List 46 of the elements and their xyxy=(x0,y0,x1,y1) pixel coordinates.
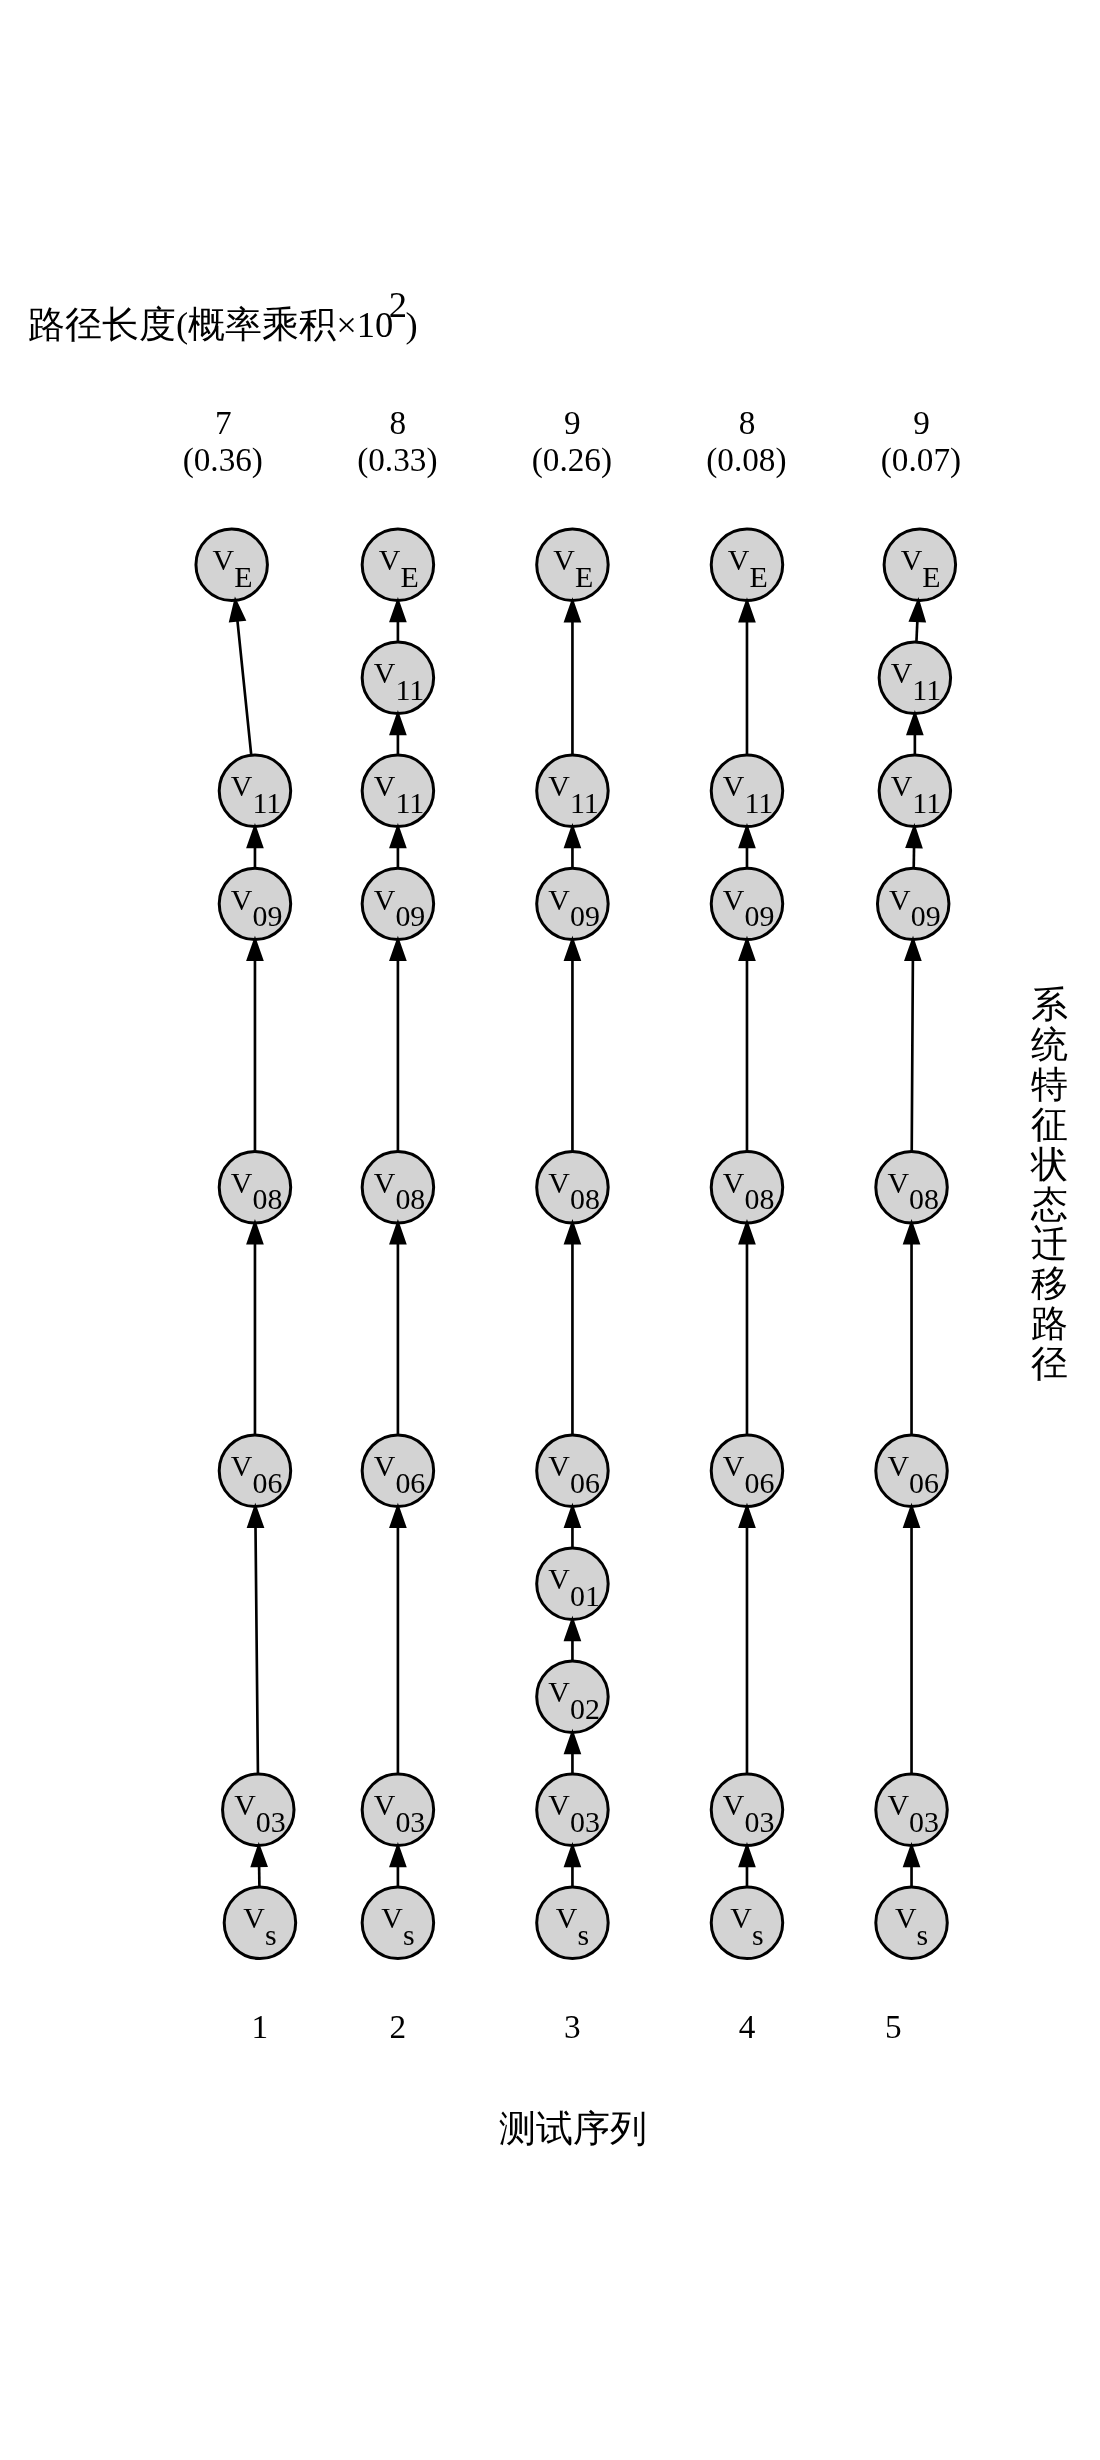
arrow xyxy=(563,1728,582,1774)
arrow xyxy=(563,1841,582,1887)
label: 3 xyxy=(564,2007,581,2045)
arrow xyxy=(738,1841,756,1887)
arrow xyxy=(563,822,582,868)
arrow xyxy=(389,1841,407,1887)
arrow xyxy=(738,822,756,868)
label: 4 xyxy=(738,2007,756,2045)
label: 9 (0.07) xyxy=(880,403,962,478)
arrow xyxy=(389,1218,407,1435)
arrow xyxy=(563,1502,582,1548)
arrow xyxy=(738,1502,756,1773)
arrow xyxy=(905,822,923,868)
arrow xyxy=(563,596,582,755)
label: 系统特征状态迁移路径 xyxy=(1031,983,1069,1384)
arrow xyxy=(738,935,756,1151)
arrow xyxy=(246,935,264,1151)
arrow xyxy=(389,596,407,642)
arrow xyxy=(902,1218,921,1435)
arrow xyxy=(738,1218,756,1435)
label: 8 (0.33) xyxy=(357,403,438,478)
arrow xyxy=(246,822,264,868)
arrow xyxy=(389,935,407,1151)
arrow xyxy=(246,1218,264,1435)
arrow xyxy=(906,709,924,755)
arrow xyxy=(250,1841,268,1887)
arrow xyxy=(904,935,922,1151)
arrow xyxy=(902,1502,921,1773)
label: 测试序列 xyxy=(499,2107,648,2149)
arrow xyxy=(563,1218,582,1435)
arrow xyxy=(908,596,927,642)
arrow xyxy=(563,1615,582,1661)
label: 5 xyxy=(884,2007,902,2045)
arrow xyxy=(389,1502,407,1773)
arrow xyxy=(389,709,407,755)
arrow xyxy=(246,1502,265,1773)
label: 1 xyxy=(251,2007,269,2045)
arrow xyxy=(228,595,253,755)
label: 9 (0.26) xyxy=(531,403,613,478)
label: 2 xyxy=(389,2007,407,2045)
arrow xyxy=(902,1841,921,1887)
arrow xyxy=(738,596,756,755)
arrow xyxy=(389,822,407,868)
arrow xyxy=(563,935,582,1151)
label: 7 (0.36) xyxy=(182,403,263,478)
label: 8 (0.08) xyxy=(706,403,787,478)
